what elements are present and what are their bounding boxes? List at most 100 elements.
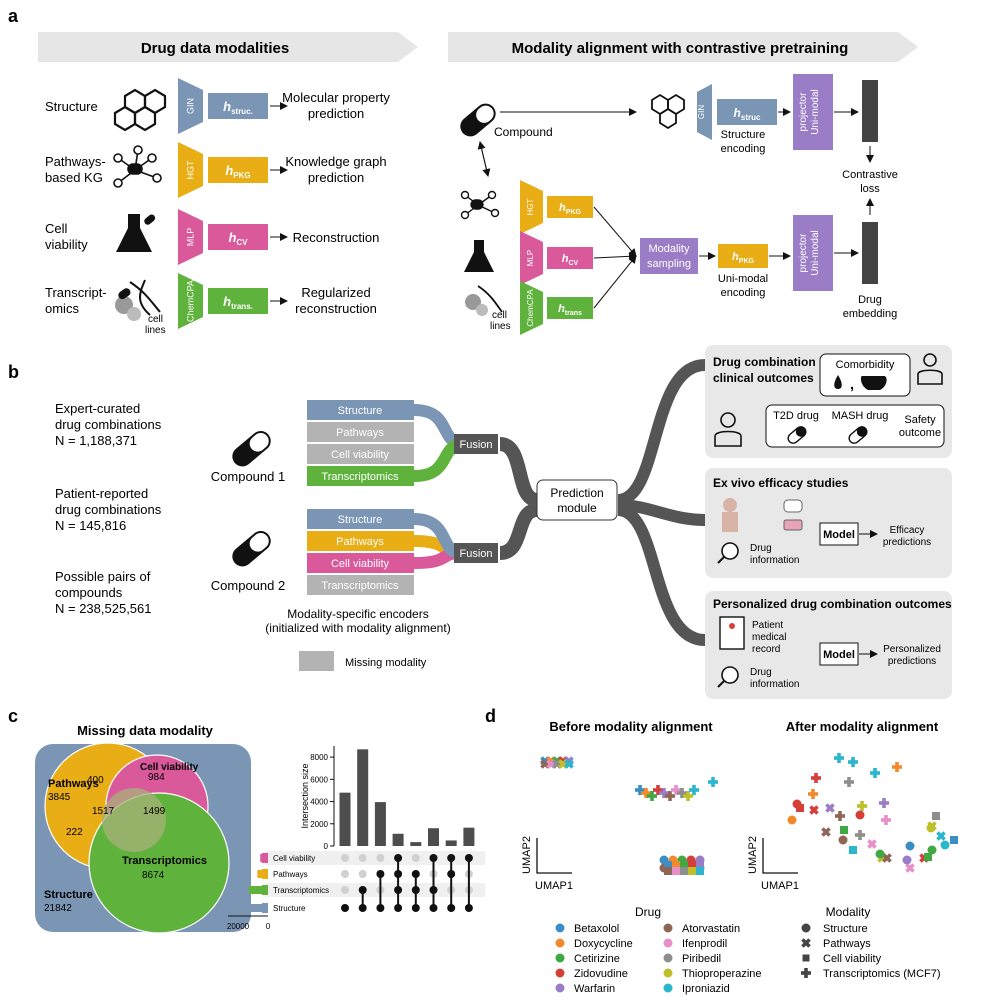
embedding-label: hstruc.: [223, 99, 253, 116]
upset-bar: [357, 749, 369, 846]
umap-point-cross: [809, 805, 819, 815]
umap-point-plus: [844, 777, 854, 787]
knowledge-graph-icon-small: [460, 190, 500, 220]
umap-point-plus: [855, 830, 865, 840]
umap-point-plus: [811, 773, 821, 783]
encoder-trapezoid: [178, 78, 203, 134]
umap-point-cross: [905, 863, 915, 873]
embedding-box: [208, 157, 268, 183]
legend-drug-swatch: [663, 923, 673, 933]
umap-point-square: [664, 867, 672, 875]
umap-point-plus: [653, 785, 663, 795]
gin-encoder-small: [697, 84, 712, 140]
upset-y-tick-label: 6000: [310, 775, 328, 784]
umap-point-square: [849, 846, 857, 854]
umap-point-plus: [870, 768, 880, 778]
magnifier-icon-1: [717, 542, 739, 564]
patient-icon: [714, 412, 742, 447]
upset-set-name: Cell viability: [273, 854, 315, 863]
legend-drug-swatch: [555, 983, 565, 993]
right-encoder-label: MLP: [526, 250, 535, 266]
umap-point-circle: [838, 835, 848, 845]
umap-point-plus: [881, 815, 891, 825]
right-encoder-trapezoid: [520, 231, 543, 285]
dataset-line-1: Expert-curated: [55, 401, 140, 416]
umap-points: [540, 753, 958, 875]
modality-bar: [307, 422, 414, 442]
patient-2: medical: [752, 632, 786, 643]
dataset-line-3: N = 145,816: [55, 518, 126, 533]
legend-modality-name: Transcriptomics (MCF7): [823, 968, 941, 980]
legend-drug-swatch: [555, 953, 565, 963]
legend-drug-name: Ifenprodil: [682, 938, 727, 950]
venn-value: 21842: [44, 903, 72, 914]
modality-bar-label: Pathways: [336, 427, 384, 439]
umap-point-plus: [857, 801, 867, 811]
umap-point-circle: [927, 845, 937, 855]
cells-dna-icon: cell lines: [115, 279, 166, 336]
pill-mash-icon: [848, 426, 868, 444]
h-pkg-sampled-box: [718, 244, 768, 268]
umap-after-xlabel: UMAP1: [761, 880, 799, 892]
unimodal-encoding-1: Uni-modal: [718, 273, 768, 285]
task-label-1: Knowledge graph: [285, 154, 386, 169]
umap-point-plus: [892, 762, 902, 772]
task-label-1: Regularized: [301, 285, 370, 300]
dataset-line-1: Patient-reported: [55, 486, 148, 501]
to-sampling-arrow: [593, 255, 637, 309]
structure-molecule-icon: [113, 88, 167, 132]
umap-point-plus: [708, 777, 718, 787]
efficacy-2: predictions: [883, 537, 931, 548]
legend-drug-name: Betaxolol: [574, 923, 619, 935]
embedding-label: hPKG: [225, 163, 250, 180]
flask-icon: [116, 214, 156, 252]
compound-1-label: Compound 1: [211, 469, 285, 484]
unimodal-encoding-2: encoding: [721, 287, 766, 299]
umap-point-plus: [834, 753, 844, 763]
legend-drug-name: Iproniazid: [682, 983, 730, 995]
dataset-line-2: drug combinations: [55, 417, 162, 432]
venn-center-overlap: [102, 788, 166, 852]
modality-bar-label: Transcriptomics: [321, 580, 399, 592]
cell-lines-small-1: cell: [492, 310, 507, 321]
venn-label-cellviability: Cell viability: [140, 762, 199, 773]
missing-legend-label: Missing modality: [345, 657, 427, 669]
venn-value: 8674: [142, 870, 165, 881]
modality-bar: [307, 466, 414, 486]
legend-drug-swatch: [555, 938, 565, 948]
legend-modality-title: Modality: [826, 905, 871, 919]
row-name-2: based KG: [45, 170, 103, 185]
upset-bar: [410, 842, 422, 846]
right-embedding-label: hCV: [562, 253, 579, 267]
legend-drug-swatch: [663, 953, 673, 963]
medical-record-icon: [719, 616, 745, 650]
compound-2-label: Compound 2: [211, 578, 285, 593]
h-pkg-sampled-label: hPKG: [732, 251, 754, 265]
venn-label-pathways: Pathways: [48, 778, 99, 790]
drug-info-2: information: [750, 555, 799, 566]
h-struc-box: [717, 99, 777, 125]
tissue-samples-icon: [722, 498, 803, 532]
mash-label: MASH drug: [832, 410, 889, 422]
venn-value: 984: [148, 772, 165, 783]
upset-y-tick-label: 2000: [310, 820, 328, 829]
legend-drug-name: Cetirizine: [574, 953, 620, 965]
umap-point-square: [688, 867, 696, 875]
right-header: Modality alignment with contrastive pret…: [512, 40, 849, 57]
projector-top-1: Uni-modal: [810, 89, 821, 135]
upset-dot: [341, 854, 349, 862]
drug-embedding-2: embedding: [843, 308, 897, 320]
umap-before-title: Before modality alignment: [549, 719, 713, 734]
encoder-label: MLP: [185, 228, 195, 247]
dataset-line-2: drug combinations: [55, 502, 162, 517]
header-arrow-left: [38, 32, 418, 62]
embedding-box: [208, 93, 268, 119]
drug-info-4: information: [750, 679, 799, 690]
